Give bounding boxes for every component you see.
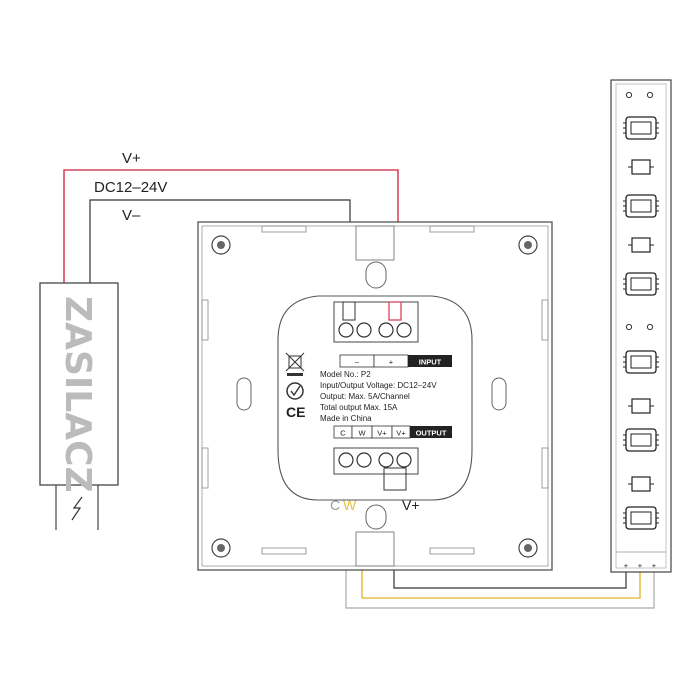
resistor xyxy=(631,159,651,175)
strip-pad-dot xyxy=(646,91,654,99)
lightning-icon xyxy=(71,496,83,521)
power-supply-name: ZASILACZ xyxy=(57,296,98,493)
input-terminal-block xyxy=(333,301,419,343)
input-plus-label: + xyxy=(389,358,394,367)
certification-icon xyxy=(286,382,304,400)
output-rating: Output: Max. 5A/Channel xyxy=(320,392,410,401)
strip-pad-dot xyxy=(646,323,654,331)
strip-terminal-2: + xyxy=(638,561,643,570)
strip-terminal-3: + xyxy=(652,561,657,570)
output-vplus-label: V+ xyxy=(402,497,420,513)
vplus-label: V+ xyxy=(122,150,141,167)
output-label-row: C W V+ V+ OUTPUT xyxy=(333,425,452,439)
input-minus-label: – xyxy=(355,358,360,367)
vminus-label: V– xyxy=(122,207,141,224)
strip-pad-dot xyxy=(625,91,633,99)
resistor xyxy=(631,476,651,492)
strip-terminal-1: + xyxy=(624,561,629,570)
input-voltage-label: DC12–24V xyxy=(94,179,167,196)
output-header: OUTPUT xyxy=(416,429,447,438)
screw-hole xyxy=(211,538,231,558)
screw-hole xyxy=(518,538,538,558)
output-term-w: W xyxy=(358,429,366,438)
output-term-vplus-2: V+ xyxy=(396,429,406,438)
w-wire-label: W xyxy=(343,497,357,513)
strip-pad-dot xyxy=(625,323,633,331)
total-output: Total output Max. 15A xyxy=(320,403,398,412)
resistor xyxy=(631,398,651,414)
c-wire-label: C xyxy=(330,497,340,513)
ce-mark: CE xyxy=(286,404,305,420)
weee-bin-icon xyxy=(285,352,305,376)
power-supply: ZASILACZ xyxy=(39,282,119,530)
voltage-rating: Input/Output Voltage: DC12–24V xyxy=(320,381,437,390)
input-header: INPUT xyxy=(419,358,442,367)
origin-label: Made in China xyxy=(320,414,372,423)
resistor xyxy=(631,237,651,253)
strip-end-terminals: + + + xyxy=(624,561,657,570)
model-number: Model No.: P2 xyxy=(320,370,371,379)
controller-panel xyxy=(197,221,553,571)
output-term-vplus-1: V+ xyxy=(377,429,387,438)
output-term-c: C xyxy=(340,429,346,438)
screw-hole xyxy=(518,235,538,255)
output-terminal-block xyxy=(333,447,419,491)
led-strip xyxy=(610,79,672,573)
screw-hole xyxy=(211,235,231,255)
input-label-row: – + INPUT xyxy=(339,354,452,368)
